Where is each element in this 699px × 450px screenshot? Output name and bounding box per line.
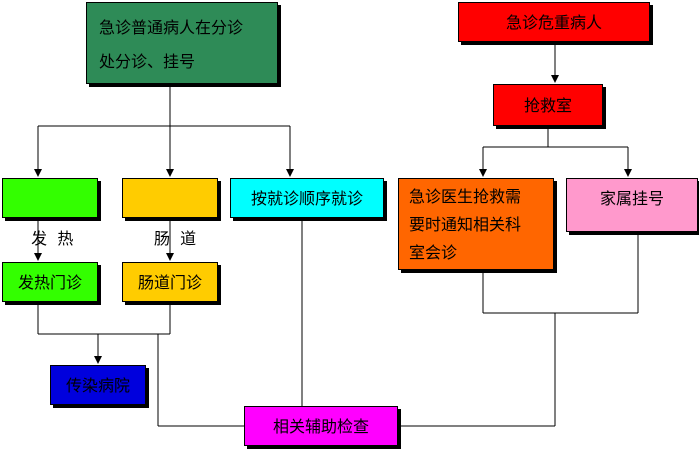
- rescue-notify-node: 急诊医生抢救需 要时通知相关科 室会诊: [398, 178, 554, 270]
- rescue-notify-text-line1: 急诊医生抢救需: [409, 187, 522, 206]
- infectious-hospital-node: 传染病院: [50, 365, 146, 405]
- auxiliary-exam-label: 相关辅助检查: [272, 417, 369, 436]
- rescue-notify-text-line2: 要时通知相关科: [409, 215, 522, 234]
- rescue-room-label: 抢救室: [523, 96, 572, 115]
- queue-node: 按就诊顺序就诊: [230, 178, 384, 218]
- fever-node: 发 热: [2, 178, 98, 248]
- auxiliary-exam-node: 相关辅助检查: [244, 406, 398, 446]
- queue-label: 按就诊顺序就诊: [250, 189, 363, 208]
- fever-label: 发 热: [31, 229, 74, 248]
- intestinal-label: 肠 道: [153, 229, 197, 248]
- family-register-node: 家属挂号: [566, 178, 698, 232]
- fever-clinic-label: 发热门诊: [17, 273, 82, 292]
- critical-patient-label: 急诊危重病人: [505, 13, 602, 32]
- intestinal-node: 肠 道: [122, 178, 218, 248]
- rescue-notify-text-line3: 室会诊: [409, 243, 458, 262]
- family-register-label: 家属挂号: [599, 189, 664, 208]
- infectious-hospital-label: 传染病院: [65, 376, 130, 395]
- intestinal-clinic-label: 肠道门诊: [137, 273, 202, 292]
- critical-patient-node: 急诊危重病人: [458, 2, 650, 42]
- fever-clinic-node: 发热门诊: [2, 262, 98, 302]
- normal-patient-text-line2: 处分诊、挂号: [99, 52, 196, 71]
- intestinal-clinic-node: 肠道门诊: [122, 262, 218, 302]
- rescue-room-node: 抢救室: [493, 84, 603, 126]
- normal-patient-text-line1: 急诊普通病人在分诊: [99, 18, 244, 37]
- normal-patient-node: 急诊普通病人在分诊 处分诊、挂号: [86, 2, 278, 84]
